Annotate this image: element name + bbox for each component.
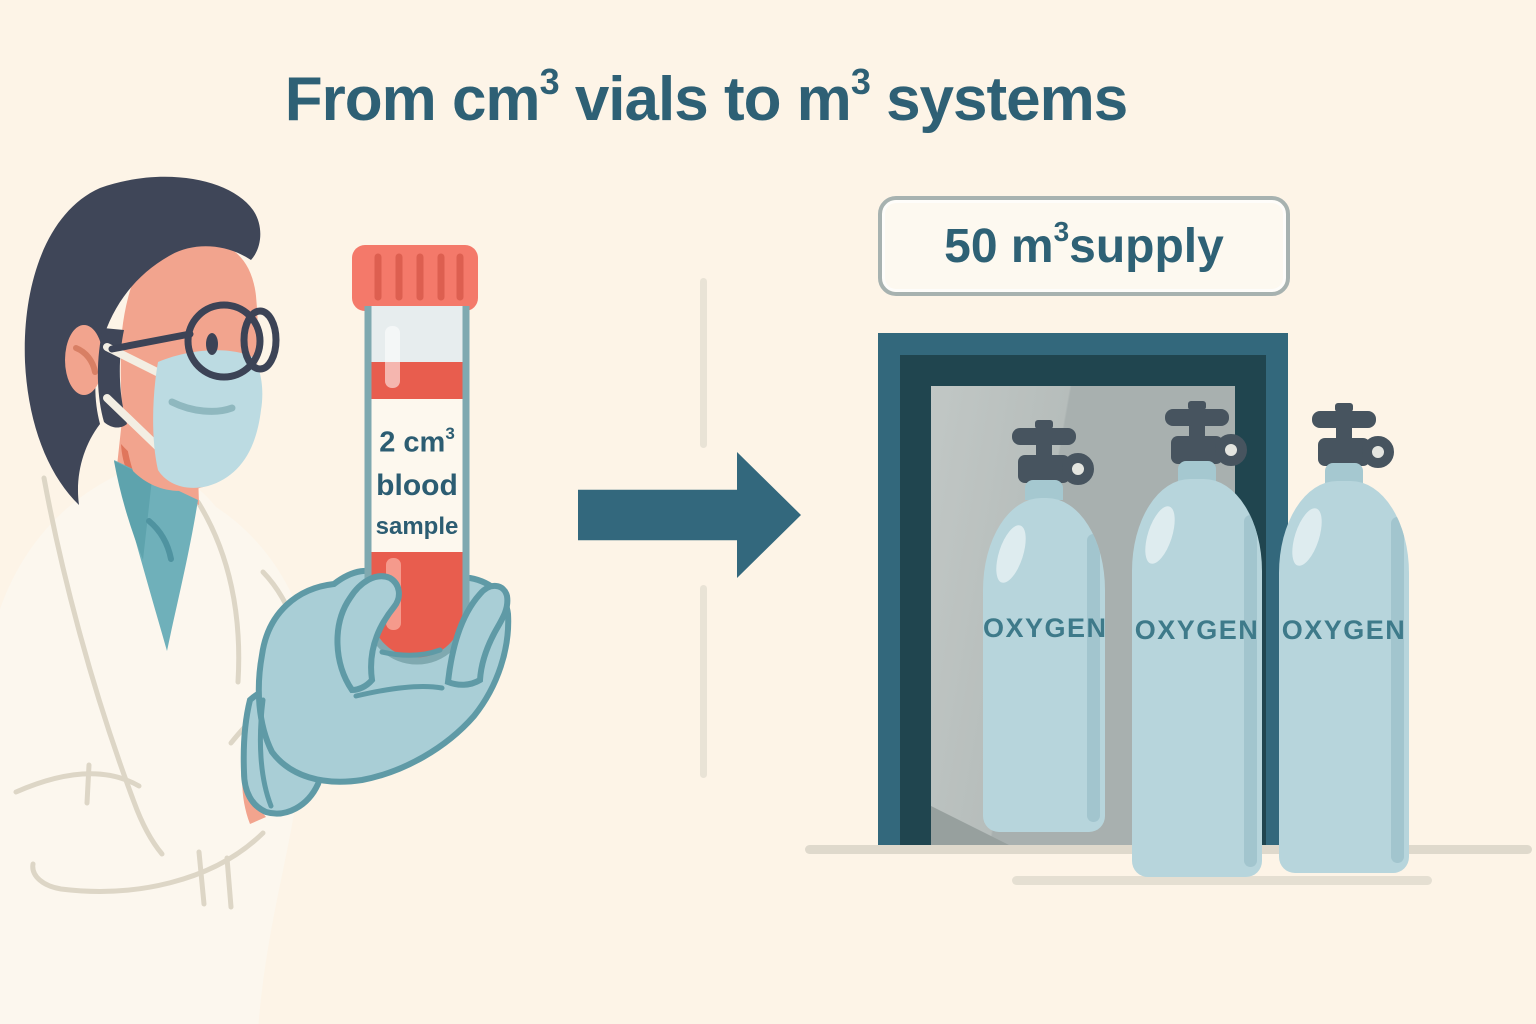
page-title: From cm3 vials to m3 systems bbox=[0, 61, 1412, 135]
vial-label-line3: sample bbox=[375, 512, 459, 540]
scientist-head bbox=[24, 176, 280, 651]
tank-neck bbox=[1325, 463, 1363, 483]
oxygen-tank-2: OXYGEN bbox=[1132, 399, 1262, 877]
face-mask bbox=[153, 350, 263, 488]
vial-label: 2 cm3 blood sample bbox=[369, 402, 465, 545]
vial-cap bbox=[352, 245, 478, 311]
eye bbox=[206, 333, 218, 355]
scientist-illustration bbox=[13, 176, 512, 910]
tank-shade bbox=[1244, 515, 1257, 867]
tank-cylinder: OXYGEN bbox=[1279, 481, 1409, 873]
tank-shade bbox=[1087, 534, 1100, 822]
tank-label: OXYGEN bbox=[1134, 615, 1260, 645]
ear bbox=[65, 325, 103, 395]
hair bbox=[24, 176, 261, 505]
blood-vial bbox=[352, 245, 478, 665]
tank-shade bbox=[1391, 517, 1404, 863]
title-superscript-2: 3 bbox=[850, 61, 871, 103]
vial-volume: 2 cm3 bbox=[379, 424, 455, 459]
oxygen-tank-1: OXYGEN bbox=[983, 418, 1105, 832]
divider-line-top bbox=[700, 278, 707, 448]
title-text-middle: vials to m bbox=[558, 65, 852, 134]
tank-label: OXYGEN bbox=[1281, 615, 1407, 645]
tank-highlight bbox=[1139, 502, 1181, 568]
floor-line-front bbox=[1012, 876, 1432, 885]
glove-fingers bbox=[257, 573, 511, 809]
shirt-collar-flap bbox=[114, 461, 152, 560]
title-text-end: systems bbox=[869, 65, 1128, 134]
tank-neck bbox=[1025, 480, 1063, 500]
glasses-icon bbox=[108, 301, 280, 381]
tank-cylinder: OXYGEN bbox=[983, 498, 1105, 832]
divider-line-bottom bbox=[700, 585, 707, 778]
tank-highlight bbox=[1286, 504, 1328, 570]
tank-label: OXYGEN bbox=[983, 613, 1105, 643]
tank-neck bbox=[1178, 461, 1216, 481]
oxygen-tank-3: OXYGEN bbox=[1279, 401, 1409, 873]
vial-label-line2: blood bbox=[376, 468, 458, 502]
title-superscript-1: 3 bbox=[539, 61, 560, 103]
tank-cylinder: OXYGEN bbox=[1132, 479, 1262, 877]
tank-highlight bbox=[990, 521, 1032, 587]
title-text: From cm bbox=[284, 65, 541, 134]
